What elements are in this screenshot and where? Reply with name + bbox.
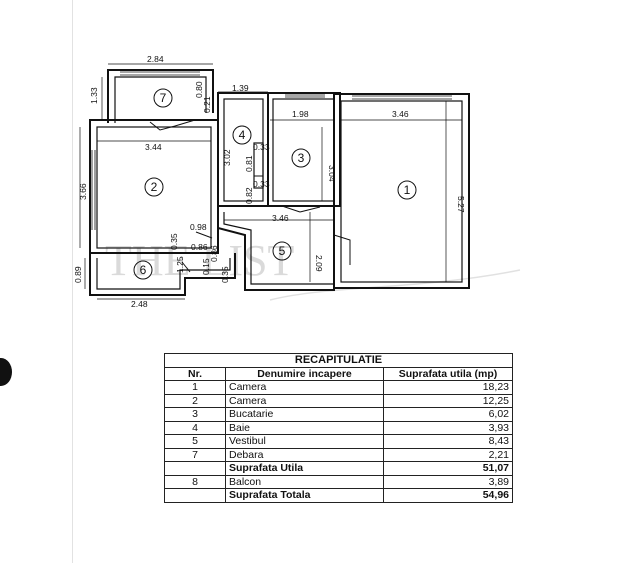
table-row: 2 Camera 12,25 [164, 393, 513, 408]
table-row: 1 Camera 18,23 [164, 380, 513, 395]
useful-total-row: Suprafata Utila 51,07 [164, 461, 513, 476]
room-marker-4: 4 [232, 125, 252, 145]
dimension-lines [79, 63, 462, 300]
row-name: Camera [225, 393, 384, 408]
dim-niche-035a: 0.35 [169, 233, 179, 250]
row-nr: 3 [164, 407, 226, 422]
table-row: 3 Bucatarie 6,02 [164, 407, 513, 422]
room-marker-1: 1 [397, 180, 417, 200]
table-row: 7 Debara 2,21 [164, 447, 513, 462]
dim-bath-width-top: 1.39 [232, 83, 249, 93]
dim-niche-098: 0.98 [190, 222, 207, 232]
room-number-2: 2 [151, 180, 158, 194]
row-area: 8,43 [383, 434, 513, 449]
dim-balcony-width: 2.84 [147, 54, 164, 64]
row-nr: 7 [164, 447, 226, 462]
balcony-nr: 8 [164, 474, 226, 489]
room-number-7: 7 [160, 91, 167, 105]
floor-plan: THE LIST [73, 54, 521, 309]
room-marker-5: 5 [272, 241, 292, 261]
room-markers: 1 2 3 4 5 6 7 [133, 88, 417, 280]
room-number-6: 6 [140, 263, 147, 277]
room-marker-3: 3 [291, 148, 311, 168]
row-name: Debara [225, 447, 384, 462]
grand-total-row: Suprafata Totala 54,96 [164, 488, 513, 503]
useful-total-label: Suprafata Utila [225, 461, 384, 476]
dim-debara-height: 0.89 [73, 266, 83, 283]
dim-room1-width: 3.46 [392, 109, 409, 119]
recap-title-row: RECAPITULATIE [164, 353, 513, 368]
grand-total-nr [164, 488, 226, 503]
dim-niche-015: 0.15 [201, 258, 211, 275]
dim-hall-width: 3.46 [272, 213, 289, 223]
balcony-area: 3,89 [383, 474, 513, 489]
dim-balcony-side-a: 0.80 [194, 81, 204, 98]
header-name: Denumire incapere [225, 366, 384, 381]
row-area: 18,23 [383, 380, 513, 395]
walls [89, 69, 470, 296]
room-marker-2: 2 [144, 177, 164, 197]
balcony-name: Balcon [225, 474, 384, 489]
recap-title: RECAPITULATIE [164, 353, 513, 368]
room-marker-7: 7 [153, 88, 173, 108]
dim-room2-height: 3.66 [78, 183, 88, 200]
dim-balcony-side-b: 0.21 [202, 96, 212, 113]
dim-niche-086b: 0.86 [209, 245, 219, 262]
windows [91, 71, 452, 230]
row-name: Vestibul [225, 434, 384, 449]
dim-niche-086: 0.86 [191, 242, 208, 252]
page-edge-line [72, 0, 73, 563]
table-row: 4 Baie 3,93 [164, 420, 513, 435]
dim-kitchen-width: 1.98 [292, 109, 309, 119]
table-row: 5 Vestibul 8,43 [164, 434, 513, 449]
punch-hole [0, 358, 12, 386]
row-nr: 5 [164, 434, 226, 449]
room-number-1: 1 [404, 183, 411, 197]
useful-total-area: 51,07 [383, 461, 513, 476]
header-area: Suprafata utila (mp) [383, 366, 513, 381]
recap-table: RECAPITULATIE Nr. Denumire incapere Supr… [164, 353, 513, 503]
dim-bath-inner-d: 0.82 [244, 187, 254, 204]
room-number-3: 3 [298, 151, 305, 165]
grand-total-area: 54,96 [383, 488, 513, 503]
row-name: Camera [225, 380, 384, 395]
row-nr: 2 [164, 393, 226, 408]
grand-total-label: Suprafata Totala [225, 488, 384, 503]
row-area: 3,93 [383, 420, 513, 435]
row-nr: 1 [164, 380, 226, 395]
dim-bath-height: 3.02 [222, 149, 232, 166]
row-name: Bucatarie [225, 407, 384, 422]
dim-hall-height: 2.09 [314, 255, 324, 272]
dim-room1-height: 5.27 [456, 196, 466, 213]
row-area: 6,02 [383, 407, 513, 422]
recap-header-row: Nr. Denumire incapere Suprafata utila (m… [164, 366, 513, 381]
dim-balcony-depth: 1.33 [89, 87, 99, 104]
dim-niche-125: 1.25 [175, 256, 185, 273]
dim-bath-inner-b: 0.33 [253, 142, 270, 152]
row-area: 12,25 [383, 393, 513, 408]
dim-niche-035b: 0.35 [220, 266, 230, 283]
doors [149, 119, 351, 273]
dim-bath-inner-a: 0.81 [244, 155, 254, 172]
room-marker-6: 6 [133, 260, 153, 280]
room-number-5: 5 [279, 244, 286, 258]
dimension-labels: 2.84 1.33 0.80 0.21 1.39 1.98 3.46 5.27 … [73, 54, 466, 309]
row-area: 2,21 [383, 447, 513, 462]
row-name: Baie [225, 420, 384, 435]
balcony-row: 8 Balcon 3,89 [164, 474, 513, 489]
row-nr: 4 [164, 420, 226, 435]
room-number-4: 4 [239, 128, 246, 142]
dim-bath-inner-c: 0.33 [253, 179, 270, 189]
dim-kitchen-height: 3.04 [327, 165, 337, 182]
useful-total-nr [164, 461, 226, 476]
header-nr: Nr. [164, 366, 226, 381]
dim-room2-width: 3.44 [145, 142, 162, 152]
dim-debara-width: 2.48 [131, 299, 148, 309]
